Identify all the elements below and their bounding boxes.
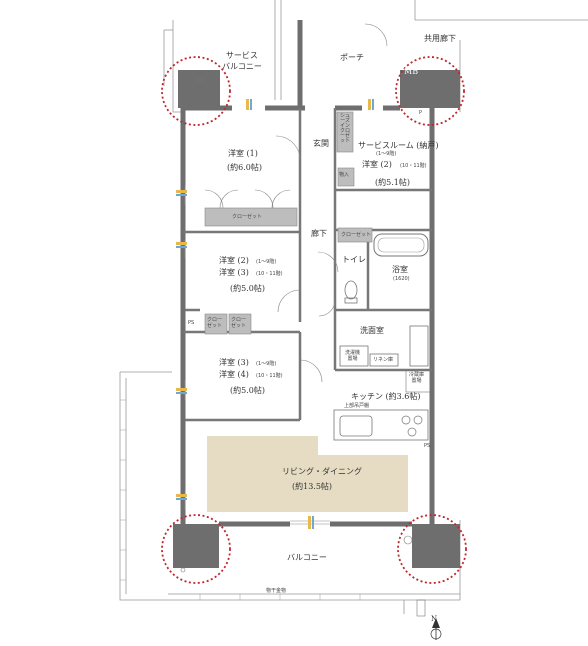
label-bedroom2: 洋室 (2)	[219, 256, 249, 265]
label-bedroom4: 洋室 (4)	[219, 370, 249, 379]
closet-service-room	[337, 227, 373, 243]
label-bedroom4-floors: (10・11階)	[256, 373, 283, 379]
ac-unit	[416, 599, 426, 617]
label-ps: PS	[188, 320, 195, 326]
label-hallway: 廊下	[311, 229, 327, 238]
label-mb: MB	[404, 67, 419, 76]
north-arrow	[430, 618, 442, 640]
toilet-bowl	[344, 280, 358, 300]
storage-box	[337, 167, 355, 187]
label-balcony: バルコニー	[287, 553, 327, 562]
structural-columns	[173, 70, 460, 568]
label-service-room: サービスルーム (納戸)	[358, 141, 439, 150]
label-cupboard: 上部吊戸棚	[344, 403, 370, 409]
label-linen: リネン庫	[373, 357, 394, 363]
label-toilet: トイレ	[342, 255, 366, 264]
label-shoes-closet: シューズインクローゼット	[339, 113, 350, 144]
living-dining-highlight	[207, 436, 408, 512]
door-swings	[204, 23, 388, 383]
label-bedroom3-upper: 洋室 (3)	[219, 268, 249, 277]
kitchen-counter	[333, 409, 429, 441]
fridge-space	[405, 369, 431, 393]
closet-bedroom2a	[204, 313, 228, 335]
label-closet-service: クローゼット	[341, 232, 372, 238]
label-bedroom3-upper-floors: (10・11階)	[256, 271, 283, 277]
label-bedroom1: 洋室 (1)	[228, 149, 258, 158]
label-bedroom2-alt: 洋室 (2)	[362, 160, 392, 169]
label-bedroom2-floors: (1〜9階)	[256, 259, 277, 265]
label-bedroom2-alt-floors: (10・11階)	[400, 163, 427, 169]
label-p-meter: P	[419, 110, 423, 116]
label-fridge: 冷蔵庫 置場	[409, 372, 425, 384]
washer-space	[339, 345, 369, 367]
stove-burners	[401, 415, 423, 437]
label-north: N	[431, 615, 438, 623]
label-washer: 洗濯機 置場	[345, 350, 361, 362]
label-clothes-pole: 物干金物	[266, 588, 287, 594]
balcony-railing-ticks	[120, 399, 361, 600]
window-ventilation-markers	[176, 99, 374, 529]
outer-walls	[180, 20, 435, 527]
linen-storage	[369, 353, 399, 367]
label-storage: 物入	[339, 172, 350, 178]
label-bathroom: 浴室	[392, 265, 408, 274]
label-service-room-size: (約5.1帖)	[375, 178, 410, 187]
kitchen-sink	[339, 415, 373, 437]
label-washroom: 洗面室	[360, 326, 384, 335]
label-bedroom3-floors: (1〜9階)	[256, 361, 277, 367]
washbasin	[409, 325, 429, 367]
label-kitchen: キッチン (約3.6帖)	[351, 392, 421, 401]
label-living-dining-size: (約13.5帖)	[292, 482, 333, 491]
label-service-balcony: サービス バルコニー	[222, 51, 262, 71]
label-closet-bedroom1: クローゼット	[232, 214, 263, 220]
shoes-closet	[336, 111, 354, 153]
label-bedroom1-size: (約6.0帖)	[227, 163, 262, 172]
label-bedroom3: 洋室 (3)	[219, 358, 249, 367]
label-living-dining: リビング・ダイニング	[282, 467, 362, 476]
label-closet-2b: クロー ゼット	[231, 317, 247, 329]
label-ps-kitchen: PS	[424, 443, 431, 449]
highlight-circles	[161, 56, 467, 584]
label-common-corridor: 共用廊下	[424, 34, 456, 43]
label-entrance: 玄関	[313, 139, 329, 148]
bathtub	[373, 233, 429, 257]
closet-bedroom1	[204, 207, 298, 227]
label-service-room-floors: (1〜9階)	[376, 151, 397, 157]
closet-bedroom2b	[228, 313, 252, 335]
label-porch: ポーチ	[340, 53, 364, 62]
drain-marks	[180, 77, 413, 573]
label-bathroom-size: (1620)	[393, 276, 410, 282]
label-bedroom3-size: (約5.0帖)	[230, 386, 265, 395]
label-bedroom2-size: (約5.0帖)	[230, 284, 265, 293]
label-closet-2a: クロー ゼット	[207, 317, 223, 329]
